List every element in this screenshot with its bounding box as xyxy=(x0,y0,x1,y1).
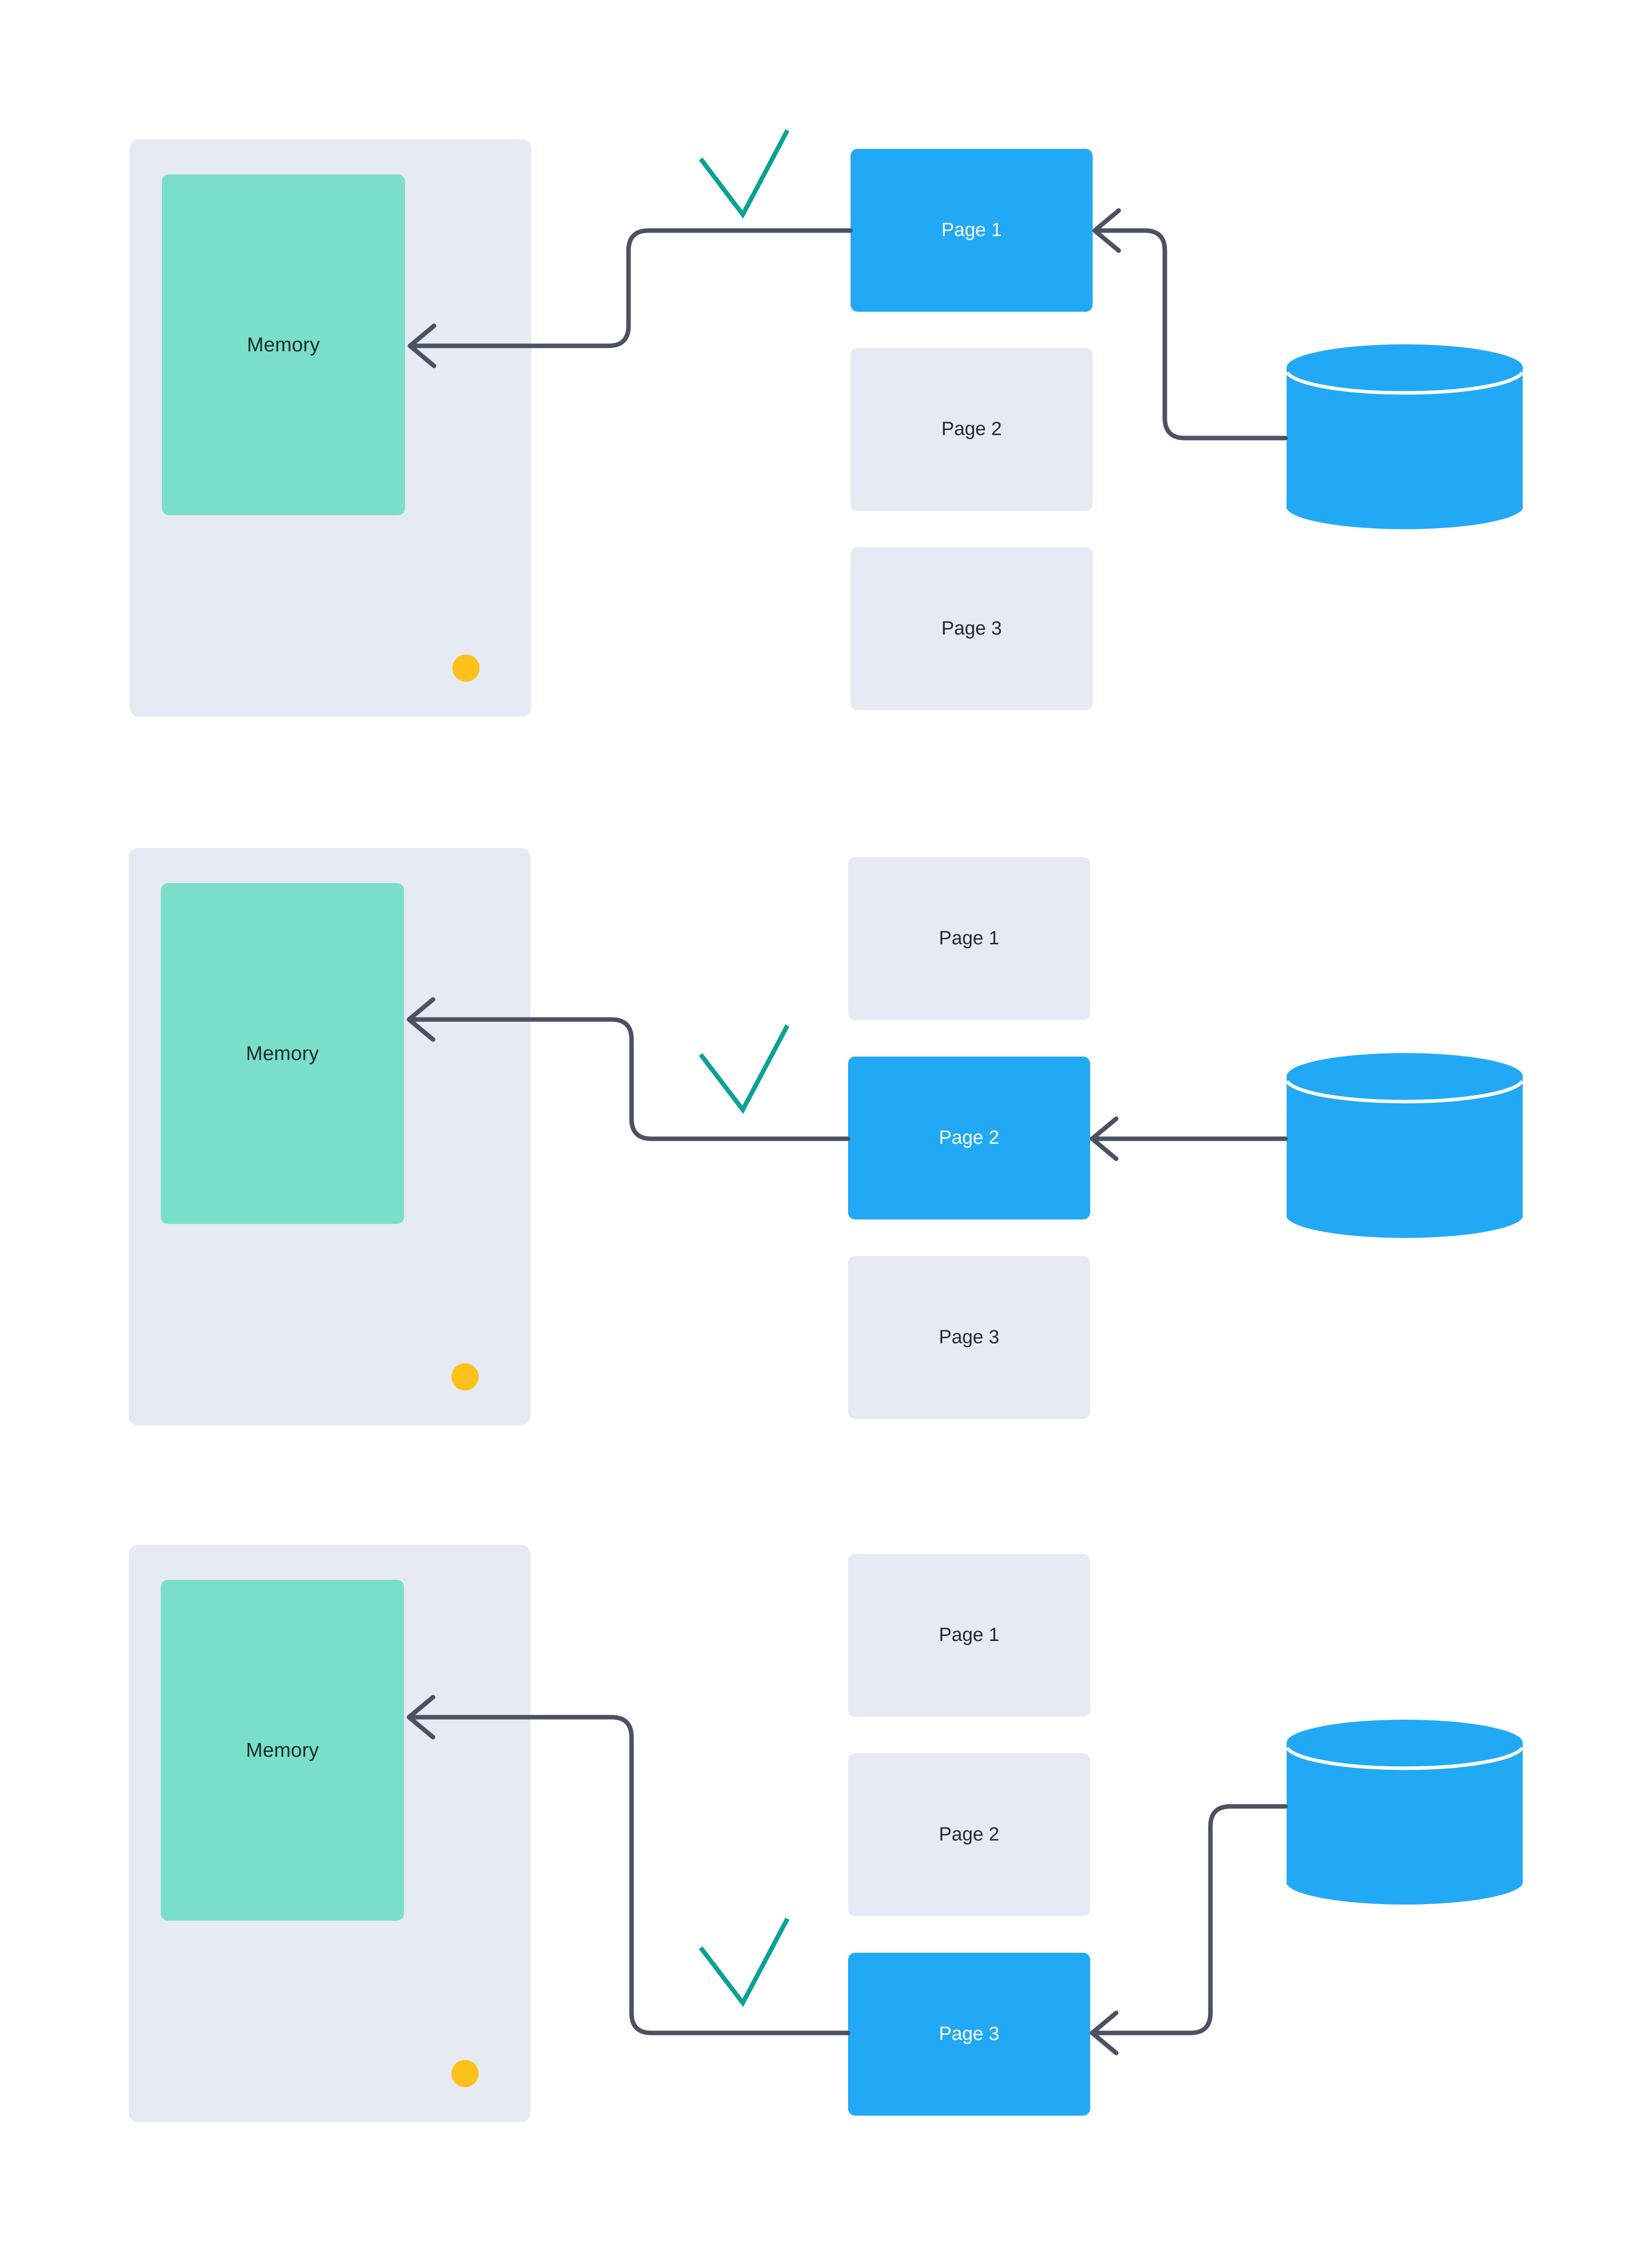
check-icon xyxy=(699,129,789,219)
page-label: Page 1 xyxy=(941,220,1002,241)
memory-card: Memory xyxy=(129,848,530,1425)
page-label: Page 1 xyxy=(939,1624,999,1646)
data-source-label: Data Source xyxy=(1589,1814,1652,1835)
arrow-left-icon xyxy=(1090,2010,1119,2056)
memory-block: Memory xyxy=(161,1580,404,1921)
data-source-cylinder[interactable]: Data Source xyxy=(1285,1052,1652,1242)
connector-layer xyxy=(407,129,1288,441)
page-label: Page 2 xyxy=(941,419,1002,440)
memory-label: Memory xyxy=(246,1739,319,1761)
panel-step-1: Memory Page 1 Page 2 Page 3 xyxy=(0,0,1652,727)
page-label: Page 3 xyxy=(939,2023,999,2044)
memory-block: Memory xyxy=(161,883,404,1224)
page-box-2[interactable]: Page 2 xyxy=(848,1753,1090,1916)
memory-card: Memory xyxy=(129,1545,530,2122)
data-source-label: Data Source xyxy=(1589,1147,1652,1168)
data-source-label: Data Source xyxy=(1589,439,1652,460)
connector-layer xyxy=(406,1695,1288,2056)
page-label: Page 3 xyxy=(939,1327,999,1348)
brand-logo-icon xyxy=(446,2044,505,2103)
arrow-left-icon xyxy=(1092,208,1121,253)
page-box-2[interactable]: Page 2 xyxy=(848,1057,1090,1219)
data-source-cylinder[interactable]: Data Source xyxy=(1285,1719,1652,1908)
data-source-cylinder[interactable]: Data Source xyxy=(1285,343,1652,533)
page-box-1[interactable]: Page 1 xyxy=(848,857,1090,1020)
edge-datasource-to-page3 xyxy=(1092,1804,1288,2035)
page-label: Page 1 xyxy=(939,928,999,949)
panel-step-3: Memory Page 1 Page 2 Page 3 xyxy=(0,1405,1652,2132)
edge-datasource-to-page1 xyxy=(1094,228,1288,441)
arrow-left-icon xyxy=(1090,1116,1119,1161)
memory-block: Memory xyxy=(162,174,405,515)
check-icon xyxy=(699,1917,789,2007)
connector-layer xyxy=(406,997,1288,1161)
panel-step-2: Memory Page 1 Page 2 Page 3 xyxy=(0,709,1652,1435)
memory-label: Memory xyxy=(246,1042,319,1065)
brand-logo-icon xyxy=(446,1347,505,1406)
page-box-1[interactable]: Page 1 xyxy=(848,1554,1090,1717)
page-box-3[interactable]: Page 3 xyxy=(848,1256,1090,1419)
page-label: Page 2 xyxy=(939,1824,999,1845)
arrow-left-icon xyxy=(407,323,437,368)
check-icon xyxy=(699,1024,789,1114)
arrow-left-icon xyxy=(406,1695,436,1740)
memory-label: Memory xyxy=(247,333,320,356)
page-label: Page 3 xyxy=(941,618,1002,639)
page-box-3[interactable]: Page 3 xyxy=(851,547,1093,710)
page-label: Page 2 xyxy=(939,1127,999,1148)
edge-page2-to-memory xyxy=(408,1017,851,1141)
arrow-left-icon xyxy=(406,997,436,1042)
page-box-2[interactable]: Page 2 xyxy=(851,348,1093,511)
memory-card: Memory xyxy=(130,139,531,717)
brand-logo-icon xyxy=(447,639,506,698)
edge-page3-to-memory xyxy=(408,1715,851,2035)
page-box-1[interactable]: Page 1 xyxy=(851,149,1093,312)
page-box-3[interactable]: Page 3 xyxy=(848,1953,1090,2116)
edge-page1-to-memory xyxy=(409,228,853,348)
